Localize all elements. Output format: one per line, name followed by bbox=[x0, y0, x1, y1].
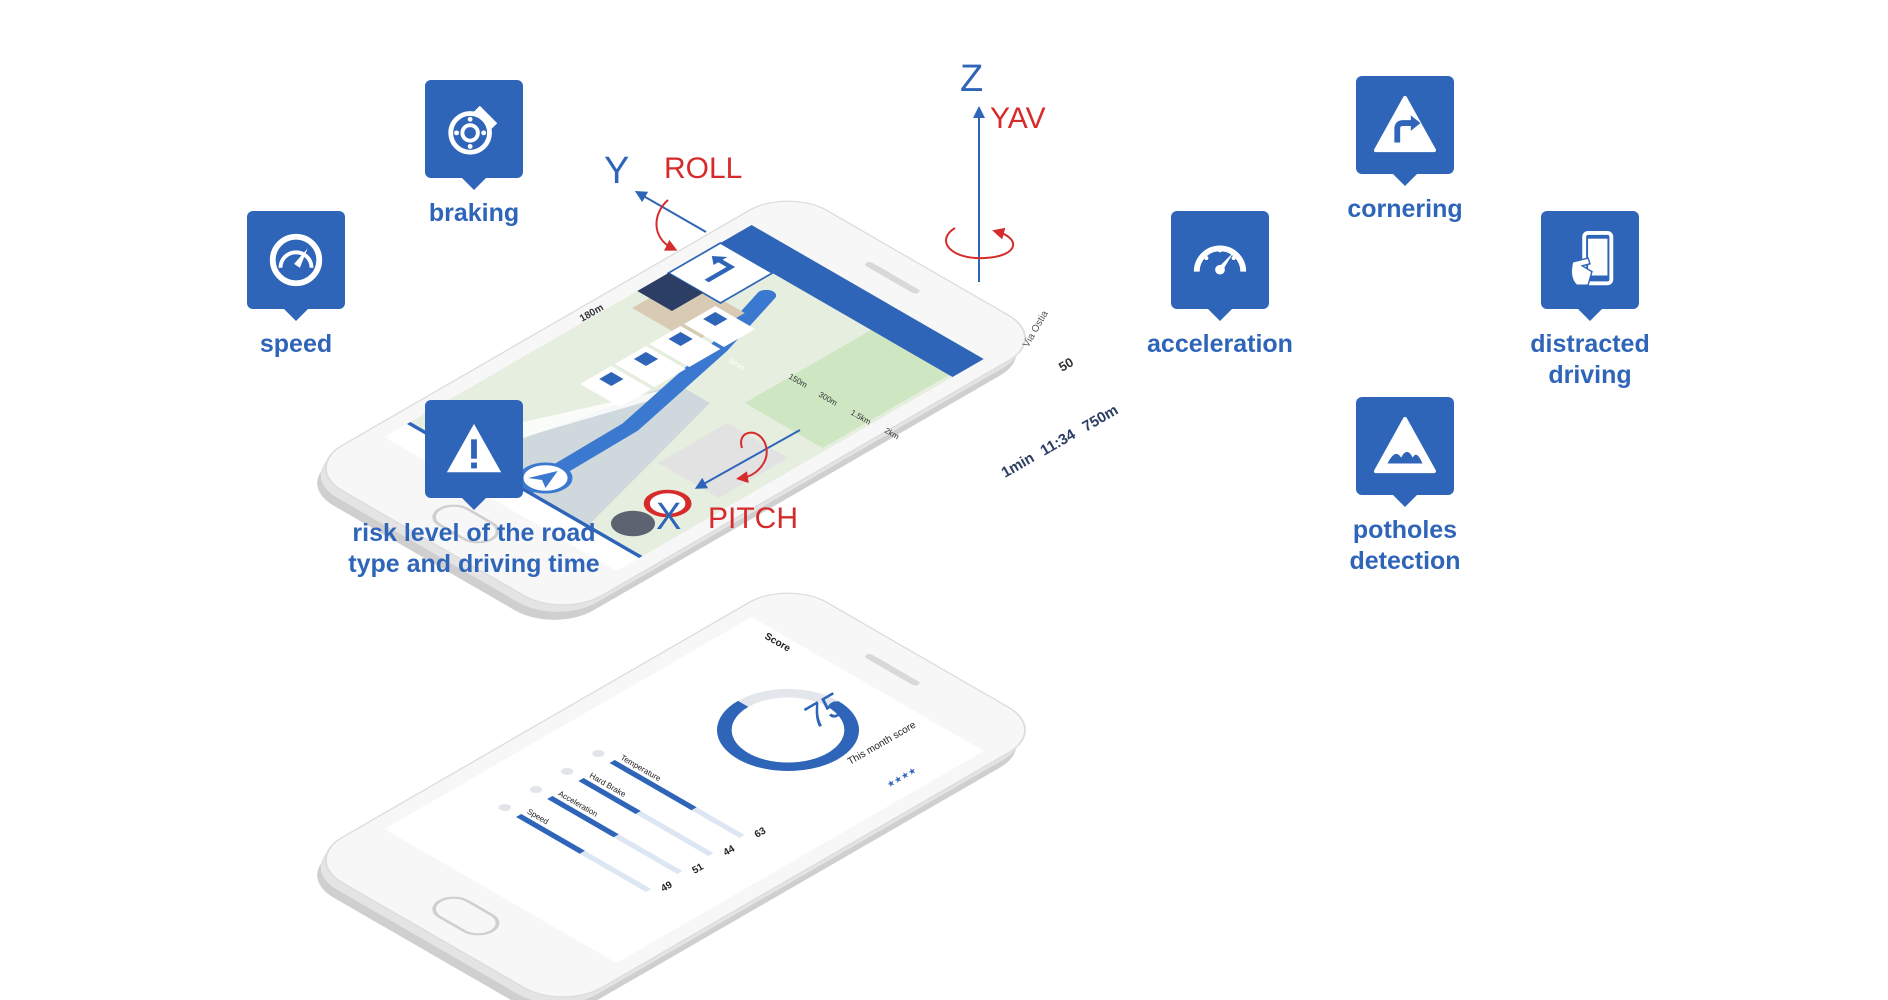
metric-value: 44 bbox=[722, 843, 738, 858]
pitch-rotation-arrow bbox=[736, 431, 768, 484]
pothole-sign-icon bbox=[1356, 397, 1454, 507]
potholes-label-line1: potholes bbox=[1352, 516, 1458, 544]
current-speed-unit: km/h bbox=[1094, 392, 1108, 404]
acceleration-label: acceleration bbox=[1147, 330, 1293, 358]
speed-label: speed bbox=[259, 330, 333, 358]
side-street: Via Ostia bbox=[1021, 309, 1051, 350]
poi-item[interactable] bbox=[580, 366, 652, 407]
lane-time-box bbox=[637, 273, 704, 311]
speedometer-icon bbox=[247, 211, 345, 321]
yaw-label: YAV bbox=[990, 102, 1046, 135]
home-button[interactable] bbox=[426, 893, 506, 939]
score-phone: Score 75 This month score ★★★★ Temperatu… bbox=[317, 592, 1026, 1000]
cornering-label: cornering bbox=[1347, 195, 1463, 223]
phone-speaker bbox=[865, 262, 920, 294]
z-axis-label: Z bbox=[960, 58, 984, 100]
eta-minutes: 1min bbox=[999, 449, 1038, 481]
feature-potholes-detection: potholes detection bbox=[1335, 397, 1475, 577]
potholes-label-line2: detection bbox=[1349, 547, 1461, 575]
metric-value: 51 bbox=[690, 861, 706, 876]
metric-value: 49 bbox=[659, 879, 675, 894]
speed-limit-sign bbox=[643, 489, 692, 518]
y-axis bbox=[634, 191, 707, 233]
feature-acceleration: acceleration bbox=[1140, 211, 1300, 360]
speed-limit-value: 50 bbox=[1056, 354, 1076, 374]
acceleration-gauge-icon bbox=[1171, 211, 1269, 321]
current-speed-badge bbox=[610, 510, 656, 537]
feature-risk-level: risk level of the road type and driving … bbox=[334, 400, 614, 580]
street-banner bbox=[720, 225, 984, 377]
metric-dot bbox=[529, 785, 543, 794]
feature-braking: braking bbox=[404, 80, 544, 229]
metric-dot bbox=[498, 803, 511, 812]
yaw-rotation-arrow bbox=[945, 227, 1015, 260]
braking-label: braking bbox=[428, 199, 520, 227]
poi-item[interactable] bbox=[649, 326, 721, 367]
metric-bar bbox=[609, 760, 697, 811]
x-axis bbox=[694, 429, 801, 489]
distracted-label-line2: driving bbox=[1548, 361, 1632, 389]
navigation-phone: Piazza del Colosseo 180m Via Ostia 3min … bbox=[317, 157, 1122, 620]
phone-speaker bbox=[865, 654, 920, 686]
roll-label: ROLL bbox=[664, 152, 743, 185]
poi-item[interactable] bbox=[614, 346, 686, 387]
metric-bar bbox=[547, 796, 619, 838]
roll-rotation-arrow bbox=[655, 199, 678, 251]
metric-dot bbox=[561, 767, 574, 776]
metric-bar bbox=[578, 778, 641, 814]
risk-label-line1: risk level of the road bbox=[352, 519, 596, 547]
x-axis-label: X bbox=[656, 496, 682, 538]
risk-label-line2: type and driving time bbox=[348, 550, 600, 578]
feature-distracted-driving: distracted driving bbox=[1520, 211, 1660, 391]
metric-value: 63 bbox=[753, 825, 769, 840]
phone-touch-icon bbox=[1541, 211, 1639, 321]
home-button[interactable] bbox=[426, 501, 506, 547]
metric-bar bbox=[516, 814, 585, 854]
axes bbox=[634, 106, 1015, 489]
metric-dot bbox=[592, 749, 605, 758]
current-speed-value: 40 bbox=[1080, 370, 1100, 390]
feature-cornering: cornering bbox=[1335, 76, 1475, 225]
distracted-label-line1: distracted bbox=[1530, 330, 1650, 358]
feature-speed: speed bbox=[226, 211, 366, 360]
eta-time: 11:34 bbox=[1038, 426, 1080, 460]
turn-right-sign-icon bbox=[1356, 76, 1454, 186]
warning-icon bbox=[425, 400, 523, 510]
braking-icon bbox=[425, 80, 523, 190]
y-axis-label: Y bbox=[604, 150, 630, 192]
poi-item[interactable] bbox=[684, 306, 756, 347]
pitch-label: PITCH bbox=[708, 502, 798, 535]
remaining-distance: 750m bbox=[1080, 402, 1122, 436]
